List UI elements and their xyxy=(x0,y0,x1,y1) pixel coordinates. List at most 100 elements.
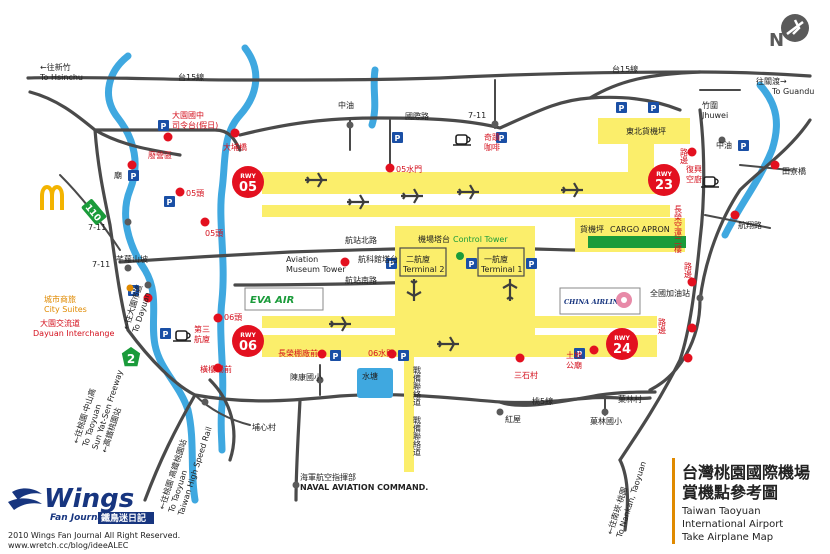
viewing-spot-icon xyxy=(387,349,397,359)
parking-icon: P xyxy=(160,328,171,339)
node-markers xyxy=(124,120,726,489)
svg-text:P: P xyxy=(469,260,475,269)
svg-text:長榮空運二樓: 長榮空運二樓 xyxy=(674,205,683,254)
spot-qiji-2: 咖啡 xyxy=(484,142,500,152)
spot-gate06: 06水門 xyxy=(368,348,394,358)
viewing-spot-icon xyxy=(230,128,240,138)
spot-dayuan-bridge: 大埔橋 xyxy=(223,142,247,152)
place-jiuxin: 埔心村 xyxy=(252,422,276,432)
eva-hangar xyxy=(244,287,324,311)
wings-logo: Wings Fan Journal 鐵鳥迷日記 xyxy=(8,484,154,524)
place-water-pond: 水塘 xyxy=(362,371,378,381)
svg-text:N: N xyxy=(769,30,784,51)
place-chenkang: 陳康國小 xyxy=(290,372,322,382)
eva-air-logo: EVA AIR xyxy=(250,295,294,306)
road-label-yangmei: 芊蘿山坡 xyxy=(116,254,148,264)
copyright-text: 2010 Wings Fan Journal All Right Reserve… xyxy=(8,531,180,540)
svg-text:RWY: RWY xyxy=(240,173,256,180)
airplane-icon xyxy=(401,188,423,204)
spot-head05-1: 05頭 xyxy=(186,189,204,198)
rwy-05-badge: RWY 05 xyxy=(232,166,264,198)
svg-text:鐵鳥迷日記: 鐵鳥迷日記 xyxy=(101,512,146,524)
svg-text:P: P xyxy=(163,330,169,339)
plum-blossom-icon xyxy=(616,292,632,308)
svg-text:RWY: RWY xyxy=(614,335,630,342)
place-zhongyou-east: 中油 xyxy=(716,140,732,150)
place-museum-en2: Museum Tower xyxy=(286,265,346,274)
svg-text:05: 05 xyxy=(239,180,257,195)
place-zhuwei-zh: 竹圍 xyxy=(702,100,718,110)
road-to-nankan xyxy=(618,458,630,532)
spot-head05-2: 05頭 xyxy=(205,229,223,238)
road-south-central xyxy=(294,398,302,502)
viewing-spot-icon xyxy=(340,257,350,267)
place-citysuites-en: City Suites xyxy=(44,305,87,314)
viewing-spot-icon xyxy=(127,160,137,170)
road-label-zhanbei-1: 戰備聯絡道 xyxy=(413,365,422,407)
runway-05-23 xyxy=(262,172,670,194)
parking-icon: P xyxy=(158,120,169,131)
place-quanguo-gas: 全國加油站 xyxy=(650,288,690,298)
direction-nankan: ←往南崁‧桃園 To Nankan, Taoyuan xyxy=(604,460,648,539)
viewing-spot-icon xyxy=(589,345,599,355)
compass-plane-icon: N xyxy=(769,14,809,51)
road-sw-diagonal xyxy=(143,393,197,502)
blog-url: www.wretch.cc/blog/ideeALEC xyxy=(8,541,129,550)
airplane-icon xyxy=(347,194,369,210)
taxiway-north xyxy=(262,205,670,217)
rwy-badges: RWY 05 RWY 23 RWY 06 RWY 24 xyxy=(232,164,680,360)
place-terminal1-en: Terminal 1 xyxy=(480,265,522,274)
planes xyxy=(305,172,583,352)
road-label-hangzhan-north: 航站北路 xyxy=(345,235,377,245)
road-hsr xyxy=(208,378,236,462)
viewing-spot-icon xyxy=(770,160,780,170)
place-dayuan-zh: 大園交流道 xyxy=(40,318,80,328)
svg-text:P: P xyxy=(333,352,339,361)
spot-fengyuan: 廢營區 xyxy=(148,150,172,160)
terminal-1-building xyxy=(477,247,525,277)
place-museum-en1: Aviation xyxy=(286,255,318,264)
road-dayuan-loop xyxy=(94,128,242,152)
zhanbei-strip xyxy=(404,357,414,472)
svg-text:Fan Journal: Fan Journal xyxy=(50,513,108,523)
china-airlines-logo: CHINA AIRLINES xyxy=(564,298,629,306)
rwy-24-badge: RWY 24 xyxy=(606,328,638,360)
direction-hsinchu-en: To Hsinchu xyxy=(39,73,83,82)
spot-qiji-1: 奇蹟 xyxy=(484,132,500,142)
spot-sanshicun: 三石村 xyxy=(514,370,538,380)
road-northeast xyxy=(588,70,702,100)
road-label-tai15-west: 台15線 xyxy=(178,72,204,82)
svg-text:路邊: 路邊 xyxy=(658,317,667,335)
mcdonalds-logo xyxy=(40,185,64,210)
parking-icon: P xyxy=(128,170,139,181)
road-pucun xyxy=(194,394,251,426)
water-pond xyxy=(357,368,393,398)
place-museum-zh: 航科館塔台 xyxy=(358,254,398,264)
svg-text:路邊: 路邊 xyxy=(684,261,693,279)
spot-changrong-rd: 長榮棚廠前 xyxy=(278,348,318,358)
spot-fuxing-1: 復興 xyxy=(686,164,702,174)
spot-fuxing-2: 空廚 xyxy=(686,174,702,184)
rwy-06-badge: RWY 06 xyxy=(232,325,264,357)
place-control-zh: 機場塔台 xyxy=(418,234,450,244)
airplane-icon xyxy=(437,336,459,352)
parking-icon: P xyxy=(386,258,397,269)
parking-icon: P xyxy=(392,132,403,143)
title-block: 台灣桃園國際機場 賞機點參考圖 Taiwan Taoyuan Internati… xyxy=(672,458,810,544)
airplane-icon xyxy=(457,184,479,200)
coffee-cup-icon xyxy=(453,134,471,146)
place-zhongyou-west: 中油 xyxy=(338,100,354,110)
airplane-icon xyxy=(502,279,518,301)
airplane-icon xyxy=(305,172,327,188)
svg-text:P: P xyxy=(131,172,137,181)
viewing-spot-icon xyxy=(175,187,185,197)
svg-text:23: 23 xyxy=(655,178,673,193)
road-label-roadside-3: 路邊 xyxy=(680,147,689,165)
coffee-cup-icon xyxy=(173,330,191,342)
svg-text:P: P xyxy=(395,134,401,143)
parking-icon: P xyxy=(330,350,341,361)
airplane-icon xyxy=(406,279,422,301)
road-tianliao xyxy=(739,164,791,171)
viewing-spot-icon xyxy=(515,353,525,363)
road-label-tai5: 桃5線 xyxy=(532,396,553,406)
